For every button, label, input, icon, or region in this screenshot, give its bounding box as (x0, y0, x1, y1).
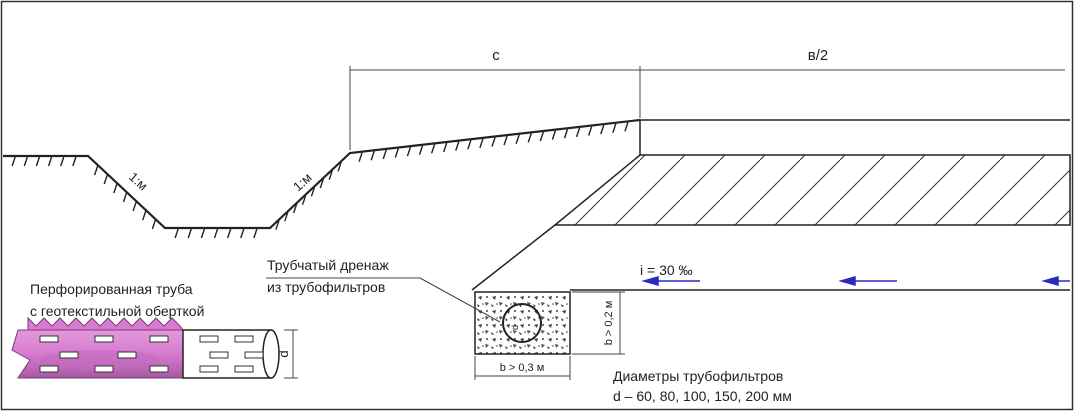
drainage-trench (474, 291, 571, 355)
pipe-caption-2: с геотекстильной оберткой (30, 303, 204, 319)
hatch-mark (551, 130, 557, 140)
base-layer (552, 154, 1071, 226)
diameters-title: Диаметры трубофильтров (613, 368, 783, 384)
hatch-mark (382, 149, 387, 160)
perforated-pipe (11, 316, 280, 379)
dim-c-label: с (492, 47, 500, 64)
hatch-mark (293, 203, 298, 214)
hatch-mark (467, 140, 472, 150)
hatch-mark (479, 138, 484, 149)
hatch-mark (406, 146, 412, 157)
hatch-mark (539, 131, 544, 142)
hatch-mark (200, 228, 206, 239)
hatch-mark (240, 228, 245, 239)
hatch-mark (588, 126, 593, 136)
hatch-mark (443, 142, 448, 153)
hatch-mark (503, 135, 508, 146)
subgrade-slope (471, 224, 556, 291)
hatch-mark (187, 228, 192, 239)
hatch-mark (11, 156, 16, 167)
hatch-mark (47, 156, 53, 167)
hatch-mark (284, 212, 289, 222)
drain-pipe-label: d (510, 325, 520, 330)
flow-arrows (641, 276, 1070, 286)
hatch-mark (103, 174, 108, 185)
hatch-mark (328, 170, 333, 180)
drain-pipe (502, 303, 542, 343)
ground-profile (3, 118, 641, 230)
hatch-mark (600, 124, 605, 135)
hatch-mark (515, 134, 520, 144)
hatch-mark (612, 123, 617, 133)
ground-hatching (11, 122, 629, 239)
drainage-title-1: Трубчатый дренаж (267, 257, 389, 273)
hatch-mark (60, 156, 65, 167)
hatch-mark (310, 187, 316, 197)
diameters-values: d – 60, 80, 100, 150, 200 мм (613, 388, 792, 404)
hatch-mark (455, 141, 460, 151)
hatch-mark (370, 151, 375, 161)
hatch-mark (337, 162, 342, 172)
hatch-mark (142, 210, 147, 221)
hatch-mark (575, 127, 581, 138)
hatch-mark (132, 201, 137, 212)
hatch-mark (35, 156, 41, 167)
pipe-diameter-label: d (276, 350, 291, 357)
hatch-mark (72, 156, 77, 167)
hatch-mark (527, 133, 532, 143)
pipe-caption-1: Перфорированная труба (30, 281, 193, 297)
hatch-mark (23, 156, 28, 167)
hatch-mark (358, 152, 363, 162)
leader-line (419, 277, 501, 323)
hatch-mark (151, 219, 157, 230)
hatch-mark (122, 192, 128, 203)
dim-half-width-label: в/2 (808, 47, 828, 64)
hatch-mark (226, 228, 232, 239)
hatch-mark (319, 178, 324, 189)
hatch-mark (113, 183, 118, 194)
trench-width-label: b > 0,3 м (500, 362, 545, 374)
hatch-mark (491, 137, 496, 147)
hatch-mark (93, 165, 99, 176)
hatch-mark (563, 129, 569, 139)
hatch-mark (418, 145, 424, 155)
hatch-mark (253, 228, 258, 239)
slope-i-label: i = 30 ‰ (640, 262, 693, 278)
trench-height-label: b > 0,2 м (603, 301, 615, 346)
slope-left-label: 1:м (126, 169, 151, 193)
hatch-mark (430, 144, 436, 154)
hatch-mark (174, 228, 179, 239)
hatch-mark (394, 148, 399, 158)
hatch-mark (624, 122, 629, 132)
hatch-mark (301, 195, 307, 205)
hatch-mark (213, 228, 219, 239)
hatch-mark (275, 220, 280, 230)
drainage-title-2: из трубофильтров (267, 279, 385, 295)
